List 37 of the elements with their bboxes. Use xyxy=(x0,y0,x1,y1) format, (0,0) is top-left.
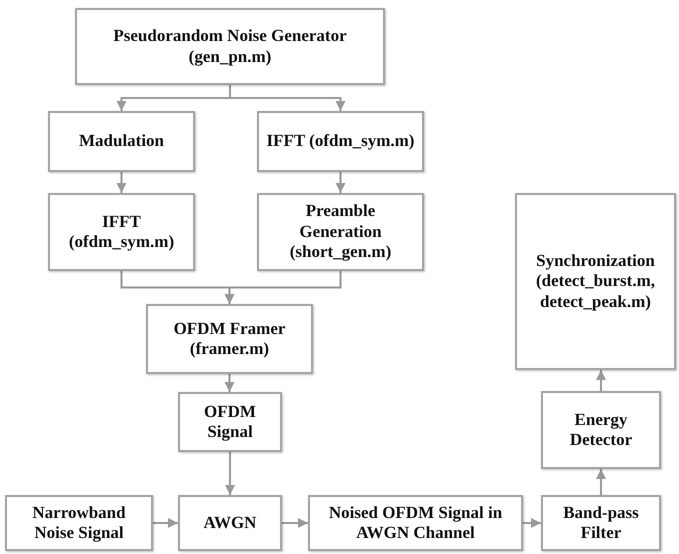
process-box xyxy=(178,495,282,551)
arrow xyxy=(229,85,346,111)
arrow xyxy=(282,518,308,528)
process-box xyxy=(48,193,195,271)
process-box xyxy=(257,193,424,271)
arrow xyxy=(596,370,606,391)
process-box xyxy=(541,391,661,469)
box-label: Narrowband Noise Signal xyxy=(31,502,127,544)
arrow xyxy=(224,374,234,392)
process-box xyxy=(75,8,385,85)
arrow xyxy=(153,518,178,528)
box-label: IFFT (ofdm_sym.m) xyxy=(266,131,414,152)
box-label: Pseudorandom Noise Generator (gen_pn.m) xyxy=(112,26,348,67)
process-box xyxy=(515,193,676,370)
arrow xyxy=(225,452,235,495)
box-label: Energy Detector xyxy=(568,410,634,450)
box-label: IFFT (ofdm_sym.m) xyxy=(68,212,176,252)
arrow xyxy=(224,271,342,304)
box-label: AWGN xyxy=(204,512,256,534)
process-box xyxy=(146,304,313,374)
arrow xyxy=(336,172,346,193)
process-box xyxy=(308,495,523,551)
box-label: Noised OFDM Signal in AWGN Channel xyxy=(328,502,504,544)
process-box xyxy=(541,495,661,551)
box-label: Preamble Generation (short_gen.m) xyxy=(288,201,392,263)
process-box xyxy=(48,111,195,172)
arrow xyxy=(116,172,126,193)
box-label: OFDM Framer (framer.m) xyxy=(172,318,286,360)
box-label: Madulation xyxy=(78,131,164,152)
box-label: Synchronization (detect_burst.m, detect_peak.m) xyxy=(535,250,656,312)
process-box xyxy=(5,495,153,551)
process-box xyxy=(257,111,424,172)
arrow xyxy=(596,469,606,495)
arrow xyxy=(523,518,541,528)
box-label: Band-pass Filter xyxy=(562,502,640,544)
box-label: OFDM Signal xyxy=(203,402,257,442)
process-box xyxy=(178,392,282,452)
